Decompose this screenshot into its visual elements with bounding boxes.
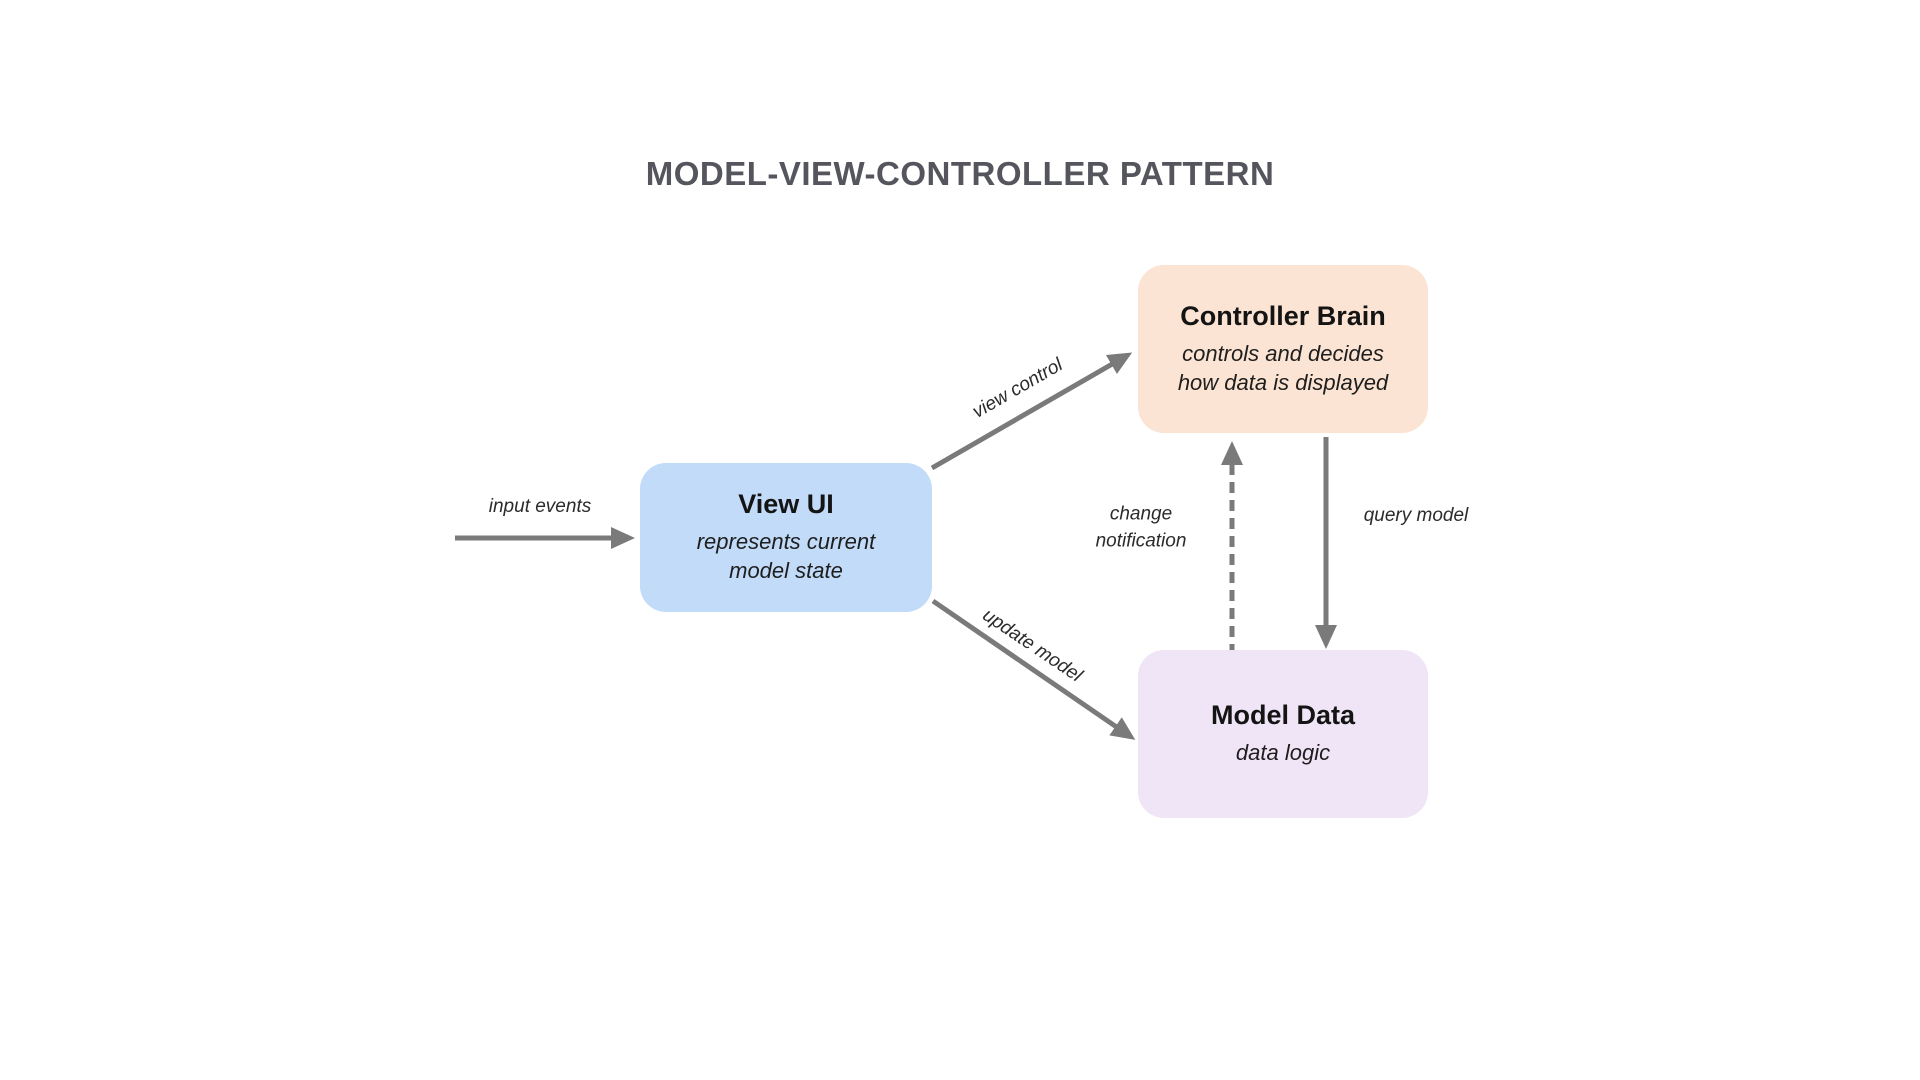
node-view-ui-title: View UI <box>738 489 834 520</box>
arrow-update-model <box>931 598 1136 740</box>
node-model-data-title: Model Data <box>1210 700 1356 731</box>
arrow-view-control <box>930 352 1133 471</box>
node-model-data: Model Data data logic <box>1138 650 1428 818</box>
node-model-data-subtitle: data logic <box>1235 740 1331 766</box>
edge-label-change-notification: change notification <box>1095 503 1187 551</box>
node-view-ui: View UI represents current model state <box>640 463 932 612</box>
node-controller-brain-subtitle: controls and decides how data is display… <box>1177 340 1389 395</box>
edge-label-input-events: input events <box>488 496 592 517</box>
page-title: MODEL-VIEW-CONTROLLER PATTERN <box>645 155 1275 192</box>
node-view-ui-subtitle: represents current model state <box>696 529 876 583</box>
node-controller-brain-title: Controller Brain <box>1180 300 1386 331</box>
edge-label-query-model: query model <box>1363 505 1469 526</box>
node-controller-brain: Controller Brain controls and decides ho… <box>1138 265 1428 433</box>
